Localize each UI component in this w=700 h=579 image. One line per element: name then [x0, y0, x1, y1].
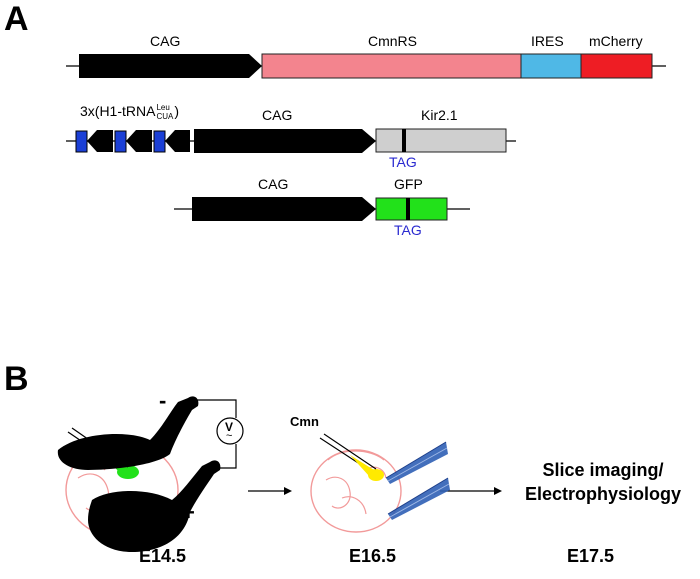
mcherry-box	[580, 53, 653, 79]
cag-promoter-arrow-1	[79, 54, 262, 78]
construct-3	[174, 197, 470, 221]
cag-promoter-arrow-3	[192, 197, 376, 221]
cmn-label: Cmn	[290, 414, 319, 429]
trna-box-1	[75, 130, 88, 153]
h1-arrow-2	[126, 130, 152, 152]
output-label: Slice imaging/ Electrophysiology	[506, 458, 700, 506]
trna-box-2	[114, 130, 127, 153]
stage-label-1: E14.5	[139, 546, 187, 566]
construct-1	[66, 53, 666, 79]
construct-2	[66, 128, 516, 153]
gfp-tag-marker	[406, 198, 410, 220]
gfp-tag-label: TAG	[394, 222, 422, 238]
gfp-box	[375, 197, 448, 221]
trna-sub: CUA	[156, 112, 174, 122]
voltmeter-ac-symbol: ~	[226, 430, 233, 442]
kir-tag-marker	[402, 129, 406, 152]
stage-arrows	[248, 487, 502, 495]
stage-label-3: E17.5	[567, 546, 615, 566]
cmnrs-label: CmnRS	[368, 33, 418, 49]
trna-prefix: 3x(H1-tRNA	[80, 103, 156, 119]
kir-tag-label: TAG	[389, 154, 417, 170]
electrode-plus-label: +	[182, 500, 195, 525]
cag-promoter-arrow-2	[194, 129, 376, 153]
h1-arrow-1	[87, 130, 113, 152]
panel-b-label: B	[4, 360, 29, 398]
kir-label: Kir2.1	[421, 107, 458, 123]
embryo-electroporation	[57, 396, 244, 552]
trna-sup: Leu	[156, 103, 170, 113]
cag-label-1: CAG	[150, 33, 181, 49]
embryo-cmn-injection	[310, 433, 450, 533]
output-line-2: Electrophysiology	[524, 484, 682, 504]
stage-label-2: E16.5	[349, 546, 397, 566]
mcherry-label: mCherry	[589, 33, 643, 49]
trna-box-3	[153, 130, 166, 153]
cag-label-2: CAG	[262, 107, 293, 123]
h1-arrow-3	[165, 130, 190, 152]
voltmeter-circle	[216, 417, 244, 445]
kir-box	[375, 128, 507, 153]
trna-suffix: )	[174, 103, 180, 119]
output-line-1: Slice imaging/	[542, 460, 664, 480]
cmnrs-box	[261, 53, 522, 79]
ires-box	[520, 53, 582, 79]
panel-a-label: A	[4, 0, 29, 38]
voltmeter-label: V	[225, 420, 234, 434]
electrode-minus-label: -	[159, 388, 167, 413]
cag-label-3: CAG	[258, 176, 289, 192]
ires-label: IRES	[531, 33, 564, 49]
gfp-label: GFP	[394, 176, 423, 192]
